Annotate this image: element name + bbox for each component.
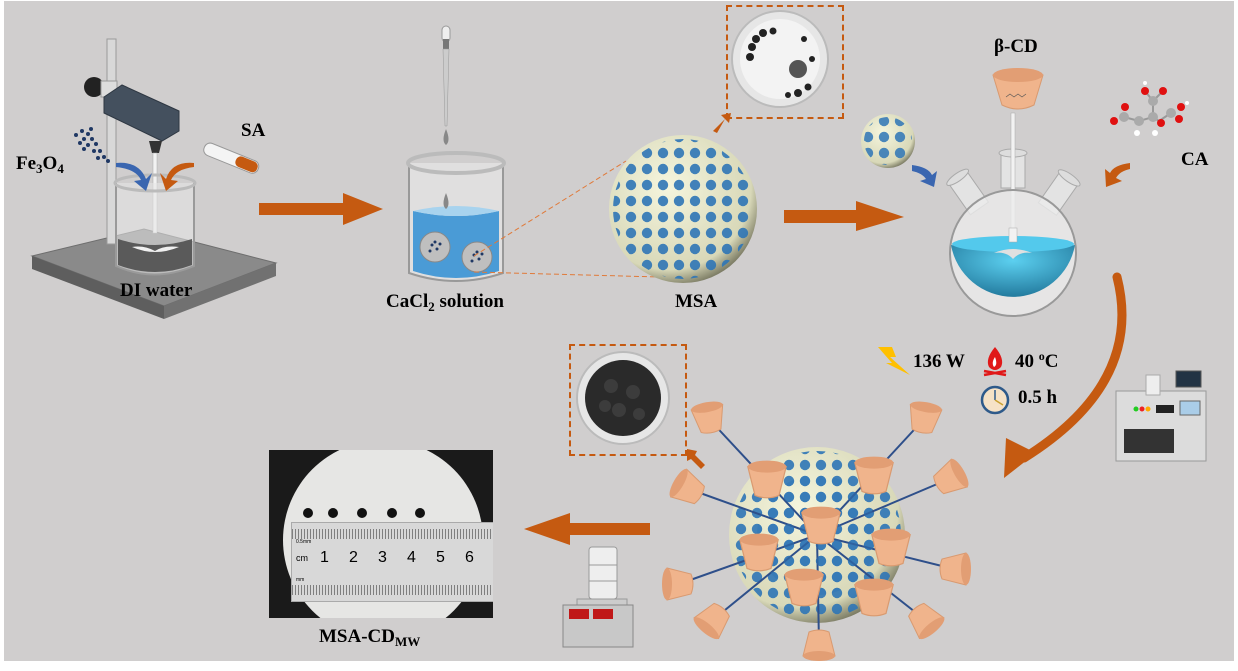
process-arrow-1 xyxy=(259,193,383,225)
lightning-icon xyxy=(878,347,910,375)
process-arrow-3 xyxy=(524,513,650,545)
temperature-label: 40 oC xyxy=(1015,349,1059,372)
blue-curved-arrow xyxy=(116,162,152,191)
fe3o4-label: Fe3O4 xyxy=(16,153,64,176)
sa-label: SA xyxy=(241,120,266,141)
ruler-tick-5: 5 xyxy=(436,549,445,566)
product-photo: 0.5mm mm cm 1 2 3 4 5 6 xyxy=(269,450,493,618)
stand-rod xyxy=(106,38,117,245)
msa-cd-photo-inset xyxy=(569,344,687,456)
msa-cd-sphere xyxy=(661,398,973,662)
black-beads-photo xyxy=(576,351,670,445)
three-neck-flask xyxy=(946,112,1081,317)
cacl2-solution-label: CaCl2 solution xyxy=(386,291,504,314)
orange-feed-arrow xyxy=(1105,163,1130,187)
citric-acid-molecule-icon xyxy=(1110,81,1189,136)
beta-cd-label: β-CD xyxy=(994,36,1038,57)
ruler-tick-4: 4 xyxy=(407,549,416,566)
flame-icon xyxy=(983,347,1007,377)
msa-label: MSA xyxy=(675,291,718,312)
microwave-reactor-icon xyxy=(1115,370,1207,462)
petri-dish-photo xyxy=(731,10,829,108)
bead-1 xyxy=(419,231,451,263)
small-msa-sphere-icon xyxy=(861,114,915,168)
ruler-bottom-label: mm xyxy=(296,577,305,583)
zoom-guide-lines xyxy=(473,160,660,278)
power-label: 136 W xyxy=(913,351,965,372)
curved-process-arrow xyxy=(1004,272,1127,478)
time-label: 0.5 h xyxy=(1018,387,1058,408)
blue-feed-arrow xyxy=(912,165,937,187)
ruler-tick-2: 2 xyxy=(349,549,358,566)
stirring-apparatus xyxy=(30,38,278,319)
ca-label: CA xyxy=(1181,149,1209,170)
ruler-unit-label: cm xyxy=(296,553,308,563)
ruler-tick-6: 6 xyxy=(465,549,474,566)
fe3o4-particles-icon xyxy=(74,127,110,163)
msa-sphere xyxy=(609,135,757,283)
cacl2-beaker xyxy=(406,25,506,282)
freeze-dryer-icon xyxy=(562,546,634,648)
msa-photo-inset xyxy=(726,5,844,119)
inset-pointer-arrow-1 xyxy=(713,113,731,133)
beta-cd-cone-icon xyxy=(992,68,1044,110)
orange-curved-arrow xyxy=(160,162,194,191)
schematic-canvas: Fe3O4 SA DI water CaCl2 solution xyxy=(4,1,1234,662)
sa-vial-icon xyxy=(203,142,260,174)
stirrer-motor xyxy=(103,84,180,142)
clock-icon xyxy=(980,385,1010,415)
msa-cd-mw-label: MSA-CDMW xyxy=(319,626,421,649)
ruler-tick-1: 1 xyxy=(320,549,329,566)
di-water-label: DI water xyxy=(120,280,193,301)
process-arrow-2 xyxy=(784,201,904,231)
ruler-tick-3: 3 xyxy=(378,549,387,566)
inset-pointer-arrow-2 xyxy=(687,449,705,469)
ruler-top-label: 0.5mm xyxy=(296,539,312,545)
ruler: 0.5mm mm cm 1 2 3 4 5 6 xyxy=(291,522,493,602)
